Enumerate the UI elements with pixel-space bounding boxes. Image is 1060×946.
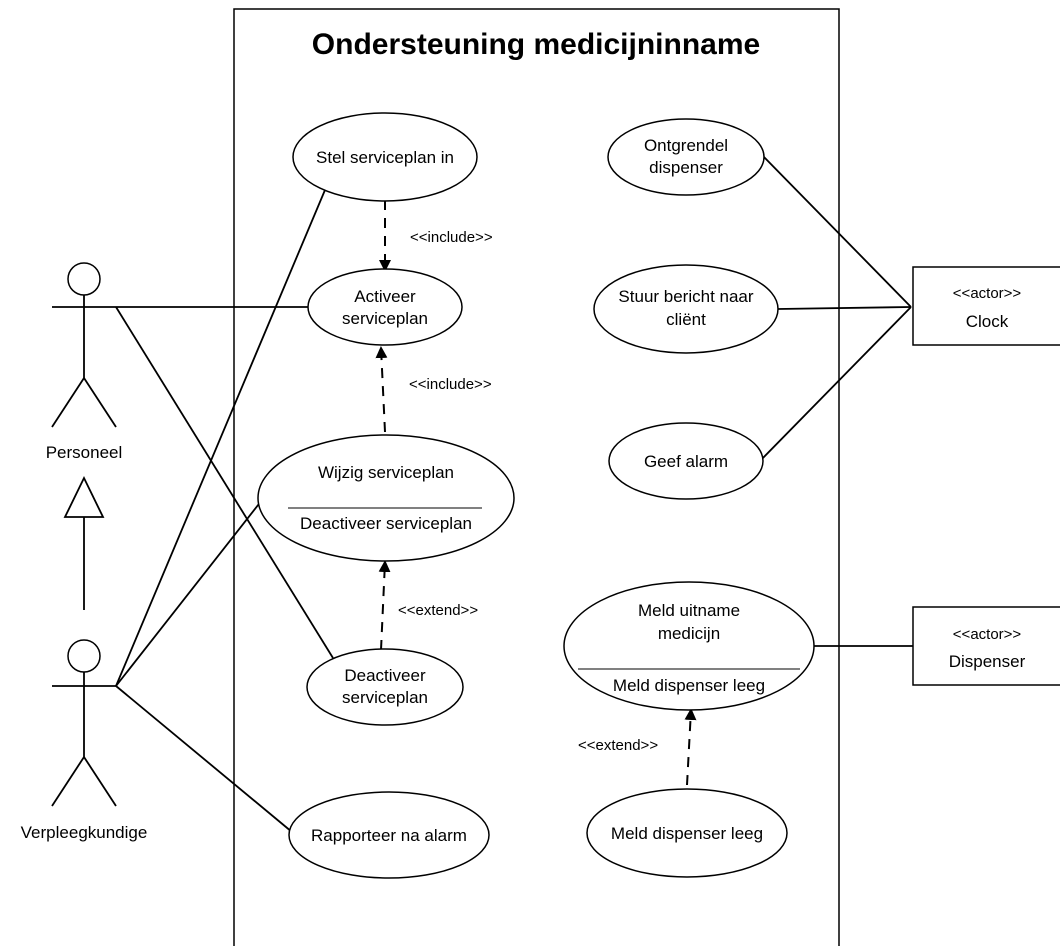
actor-head: [67, 639, 101, 673]
use-case-label: Meld dispenser leeg: [611, 824, 763, 843]
extend-arrow-leeg-meld: [684, 708, 697, 786]
include-label-2: <<include>>: [409, 376, 492, 393]
association-clock-ontgrendel: [762, 155, 912, 308]
use-case-label-top: Wijzig serviceplan: [318, 463, 454, 482]
actor-dispenser[interactable]: <<actor>> Dispenser: [912, 606, 1060, 686]
dependencies: <<include>> <<include>> <<extend>> <<ext…: [375, 200, 697, 786]
use-case-label: Stel serviceplan in: [316, 148, 454, 167]
actor-label: Personeel: [46, 443, 123, 462]
use-case-ontgrendel-dispenser[interactable]: Ontgrendel dispenser: [607, 118, 765, 196]
use-case-stel-serviceplan-in[interactable]: Stel serviceplan in: [292, 112, 478, 202]
include-arrow-wijzig-activeer: [375, 346, 388, 433]
association-verpleeg-rapporteer: [115, 685, 293, 833]
actor-box: [912, 266, 1060, 346]
use-case-ellipse: [607, 118, 765, 196]
use-case-label-line-2: serviceplan: [342, 309, 428, 328]
actor-label: Verpleegkundige: [21, 823, 148, 842]
use-case-ellipse: [292, 112, 478, 202]
use-case-label: Rapporteer na alarm: [311, 826, 467, 845]
use-case-label-line-2: cliënt: [666, 310, 706, 329]
use-case-label-line-1: Deactiveer: [344, 666, 426, 685]
use-case-ellipse: [586, 788, 788, 878]
extend-label-1: <<extend>>: [398, 602, 478, 619]
use-case-ellipse: [307, 268, 463, 346]
use-case-label-line-2: serviceplan: [342, 688, 428, 707]
actor-leg-left: [51, 377, 85, 428]
use-case-wijzig-serviceplan[interactable]: Wijzig serviceplan Deactiveer servicepla…: [257, 434, 515, 562]
use-case-meld-dispenser-leeg[interactable]: Meld dispenser leeg: [586, 788, 788, 878]
use-case-label-bottom: Deactiveer serviceplan: [300, 514, 472, 533]
use-case-ellipse: [593, 264, 779, 354]
actor-verpleegkundige[interactable]: Verpleegkundige: [21, 639, 148, 842]
association-verpleeg-stel: [115, 189, 326, 687]
extend-arrow-deactiveer-wijzig: [378, 560, 391, 651]
use-case-label-line-1: Activeer: [354, 287, 416, 306]
use-case-meld-uitname-medicijn[interactable]: Meld uitname medicijn Meld dispenser lee…: [563, 581, 815, 711]
use-case-label-line-1: Ontgrendel: [644, 136, 728, 155]
use-case-geef-alarm[interactable]: Geef alarm: [608, 422, 764, 500]
actor-clock[interactable]: <<actor>> Clock: [912, 266, 1060, 346]
extend-label-2: <<extend>>: [578, 737, 658, 754]
use-case-activeer-serviceplan[interactable]: Activeer serviceplan: [307, 268, 463, 346]
actor-stereotype: <<actor>>: [953, 626, 1022, 643]
use-case-label-line-2: dispenser: [649, 158, 723, 177]
use-case-ellipse: [306, 648, 464, 726]
system-boundary: [233, 8, 840, 946]
actor-name: Dispenser: [949, 652, 1026, 671]
association-clock-stuur: [777, 306, 912, 310]
association-verpleeg-wijzig: [115, 499, 263, 687]
actor-head: [67, 262, 101, 296]
use-case-label-line-2: medicijn: [658, 624, 720, 643]
include-label-1: <<include>>: [410, 229, 493, 246]
use-case-ellipse: [608, 422, 764, 500]
actor-leg-left: [51, 756, 85, 807]
associations: [115, 155, 913, 833]
use-case-label-bottom: Meld dispenser leeg: [613, 676, 765, 695]
generalization-arrow: [63, 475, 105, 610]
diagram-title: Ondersteuning medicijninname: [312, 28, 760, 61]
use-case-stuur-bericht[interactable]: Stuur bericht naar cliënt: [593, 264, 779, 354]
actor-box: [912, 606, 1060, 686]
use-case-label: Geef alarm: [644, 452, 728, 471]
actor-name: Clock: [966, 312, 1009, 331]
use-case-deactiveer-serviceplan[interactable]: Deactiveer serviceplan: [306, 648, 464, 726]
generalization-triangle: [63, 475, 105, 518]
actor-leg-right: [83, 756, 117, 807]
actor-stereotype: <<actor>>: [953, 285, 1022, 302]
actor-leg-right: [83, 377, 117, 428]
use-case-ellipse: [288, 791, 490, 879]
use-case-ellipse: [563, 581, 815, 711]
use-case-label-line-1: Meld uitname: [638, 601, 740, 620]
association-clock-alarm: [759, 306, 912, 462]
actor-personeel[interactable]: Personeel: [46, 262, 123, 462]
use-case-label-line-1: Stuur bericht naar: [618, 287, 753, 306]
use-case-rapporteer-na-alarm[interactable]: Rapporteer na alarm: [288, 791, 490, 879]
association-personeel-deactiveer: [115, 306, 334, 659]
use-case-ellipse: [257, 434, 515, 562]
